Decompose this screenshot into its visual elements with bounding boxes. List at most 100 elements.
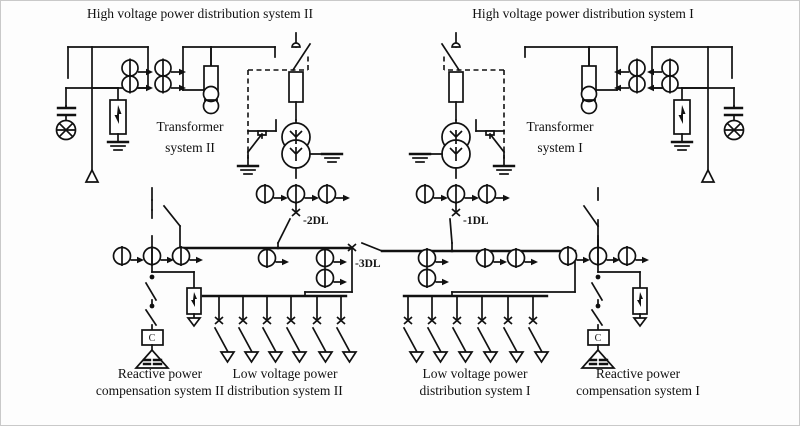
lv-feeder [451, 295, 474, 364]
bus-tie-3dl [347, 241, 454, 253]
current-transformer-icon [647, 58, 679, 78]
lv-feeder [237, 295, 260, 364]
current-transformer-icon [142, 246, 174, 266]
ct-group-1-left [614, 58, 646, 94]
ct-group-2-left [121, 58, 153, 94]
label-lv-system-1-line2: distribution system I [420, 383, 532, 398]
lv-ct-group-2 [257, 248, 347, 288]
current-transformer-icon [614, 58, 646, 78]
hv-feeder-2-left [65, 46, 119, 179]
voltage-transformer-2-left [55, 119, 77, 141]
capacitor-bank-1 [580, 348, 616, 369]
title-hv-system-2: High voltage power distribution system I… [87, 6, 314, 21]
lv-feeder-bus-2 [201, 291, 348, 298]
current-transformer-icon [588, 246, 620, 266]
current-transformer-icon [255, 184, 288, 204]
breaker-1dl [449, 202, 461, 252]
current-transformer-icon [558, 246, 590, 266]
label-3dl: -3DL [355, 258, 381, 270]
reactor-1: C [587, 329, 610, 353]
rpc-2-column [144, 235, 195, 331]
label-lv-system-1-line1: Low voltage power [423, 366, 528, 381]
current-transformer-icon [317, 184, 350, 204]
label-transformer-2-line2: system II [165, 140, 215, 155]
label-rpc-1-line2: compensation system I [576, 383, 700, 398]
label-lv-system-2-line2: distribution system II [227, 383, 343, 398]
lv-feeder-bus-1 [402, 291, 549, 298]
current-transformer-icon [417, 268, 449, 288]
rpc-1-column [590, 235, 641, 331]
current-transformer-icon [475, 248, 507, 268]
label-1dl: -1DL [463, 215, 489, 227]
current-transformer-icon [286, 184, 319, 204]
coupling-capacitor-2 [56, 105, 77, 121]
current-transformer-icon [417, 248, 449, 268]
transformer-1 [441, 119, 471, 179]
hv-feeder-1-right [681, 46, 735, 179]
label-transformer-2-line1: Transformer [157, 119, 224, 134]
transformer-1-earth [408, 152, 443, 163]
earthing-switch-1 [475, 119, 516, 175]
current-transformer-icon [415, 184, 448, 204]
current-transformer-icon [112, 246, 144, 266]
surge-arrester-1-right [670, 99, 694, 151]
lv-feeders-1 [402, 295, 550, 364]
lv-feeder [311, 295, 334, 364]
capacitor-bank-2 [134, 348, 170, 369]
label-transformer-1-line1: Transformer [527, 119, 594, 134]
current-transformer-icon [257, 248, 289, 268]
cable-termination-2-left [84, 168, 100, 183]
current-transformer-icon [614, 74, 646, 94]
hv-switch-1 [440, 32, 464, 121]
lv-feeder [402, 295, 425, 364]
interlock-dashed-1 [443, 56, 505, 158]
lv-feeder [261, 295, 284, 364]
transformer-2-earth [309, 152, 344, 163]
rpc-1-arrester [632, 287, 648, 328]
current-transformer-icon [154, 74, 186, 94]
interlock-dashed-2 [247, 56, 309, 158]
lv-feeder [502, 295, 525, 364]
current-transformer-icon [121, 58, 153, 78]
current-transformer-icon [647, 74, 679, 94]
current-transformer-icon [506, 248, 538, 268]
rpc-2-arrester [186, 287, 202, 328]
current-transformer-icon [171, 246, 203, 266]
label-2dl: -2DL [303, 215, 329, 227]
label-rpc-1-line1: Reactive power [596, 366, 681, 381]
lv-feeder [285, 295, 308, 364]
ct-row-1 [415, 184, 510, 204]
reactor-2-mark: C [149, 333, 156, 344]
current-transformer-icon [121, 74, 153, 94]
hv-bus-segment-1b [524, 46, 618, 91]
current-transformer-icon [446, 184, 479, 204]
ct-group-1-right [647, 58, 679, 94]
current-transformer-icon [617, 246, 649, 266]
voltage-transformer-1-right [723, 119, 745, 141]
current-transformer-icon [315, 268, 347, 288]
reactor-1-mark: C [595, 333, 602, 344]
lv-feeder [426, 295, 449, 364]
rpc-2 [151, 187, 182, 249]
label-transformer-1-line2: system I [537, 140, 583, 155]
label-lv-system-2-line1: Low voltage power [233, 366, 338, 381]
lv-feeder [527, 295, 550, 364]
earthing-switch-2 [236, 119, 277, 175]
ct-group-2-right [154, 58, 186, 94]
coupling-capacitor-1 [723, 105, 744, 121]
hv-switch-2 [288, 32, 312, 121]
rpc-1-ct-row [558, 246, 649, 266]
lv-feeder [476, 295, 499, 364]
current-transformer-icon [315, 248, 347, 268]
lv-feeders-2 [213, 295, 358, 364]
pt-fuse-branch-2 [202, 46, 220, 115]
current-transformer-icon [477, 184, 510, 204]
lv-ct-group-1 [417, 248, 538, 288]
transformer-2 [281, 119, 311, 179]
ct-row-2 [255, 184, 350, 204]
pt-fuse-branch-1 [580, 46, 598, 115]
lv-feeder [335, 295, 358, 364]
